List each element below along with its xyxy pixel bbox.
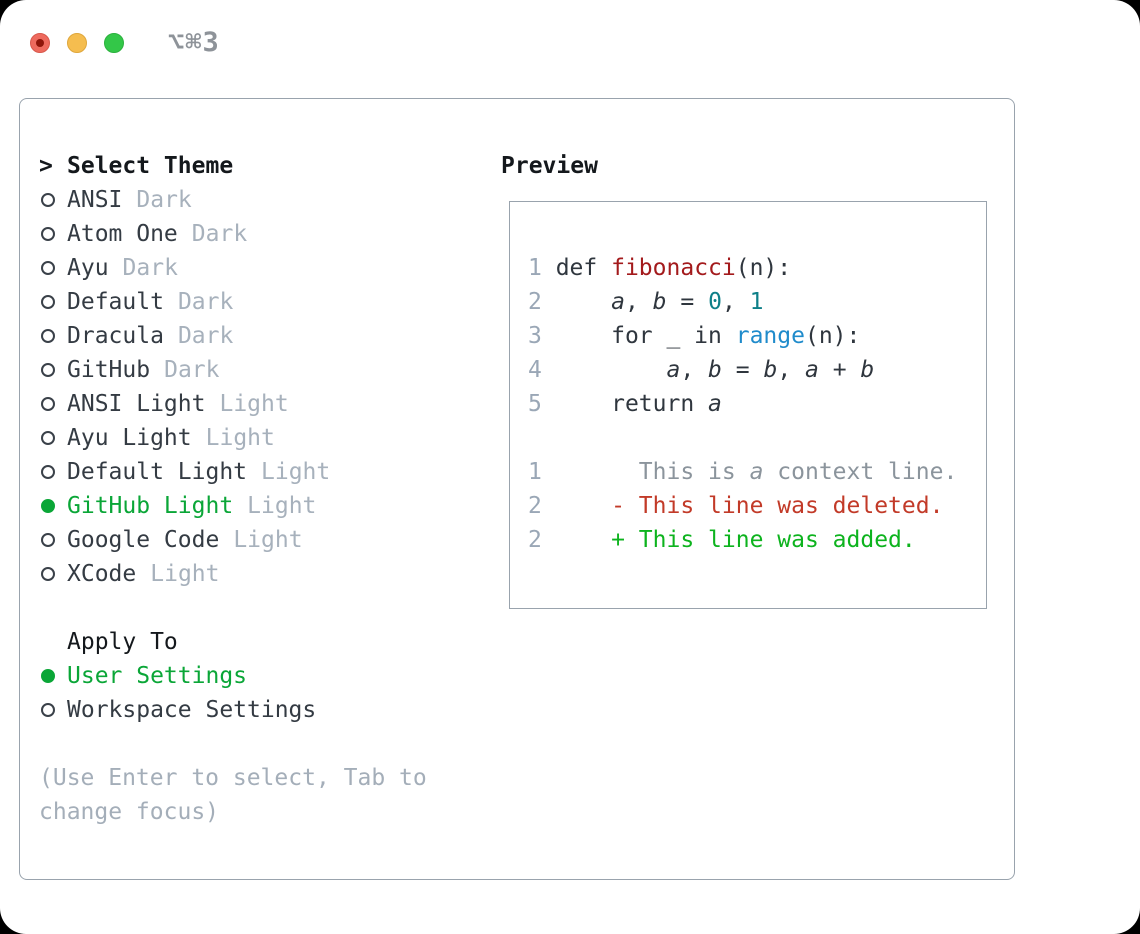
theme-option-dracula[interactable]: Dracula Dark — [39, 319, 501, 353]
code-line: 1 def fibonacci(n): — [528, 255, 792, 281]
preview-column: Preview 1 def fibonacci(n): 2 a, b = 0, 1… — [501, 149, 1001, 879]
theme-option-atom-one[interactable]: Atom One Dark — [39, 217, 501, 251]
titlebar: ⌥⌘3 — [30, 27, 220, 58]
variant-badge: Dark — [136, 187, 192, 213]
theme-option-github[interactable]: GitHub Dark — [39, 353, 501, 387]
radio-icon — [41, 465, 55, 479]
apply-option-user-settings[interactable]: User Settings — [39, 659, 501, 693]
theme-option-ansi[interactable]: ANSI Dark — [39, 183, 501, 217]
spacer — [39, 591, 501, 625]
option-label: Ayu — [67, 255, 109, 281]
option-label: Atom One — [67, 221, 178, 247]
option-label: ANSI Light — [67, 391, 206, 417]
code-line: 1 This is a context line. — [528, 459, 958, 485]
variant-badge: Light — [233, 527, 303, 553]
option-label: XCode — [67, 561, 137, 587]
window-title: ⌥⌘3 — [168, 27, 220, 58]
theme-option-google-code[interactable]: Google Code Light — [39, 523, 501, 557]
theme-option-ansi-light[interactable]: ANSI Light Light — [39, 387, 501, 421]
code-line: 4 a, b = b, a + b — [528, 357, 875, 383]
zoom-button[interactable] — [104, 32, 124, 53]
keyboard-hint: (Use Enter to select, Tab to change focu… — [39, 765, 427, 825]
radio-selected-icon — [41, 669, 55, 683]
variant-badge: Dark — [122, 255, 178, 281]
theme-option-default[interactable]: Default Dark — [39, 285, 501, 319]
radio-icon — [41, 533, 55, 547]
theme-option-default-light[interactable]: Default Light Light — [39, 455, 501, 489]
code-line: 5 return a — [528, 391, 722, 417]
radio-icon — [41, 295, 55, 309]
radio-icon — [41, 261, 55, 275]
option-label: Google Code — [67, 527, 220, 553]
option-label: Workspace Settings — [67, 697, 317, 723]
option-label: Default — [67, 289, 164, 315]
radio-icon — [41, 567, 55, 581]
variant-badge: Dark — [164, 357, 220, 383]
theme-option-xcode[interactable]: XCode Light — [39, 557, 501, 591]
variant-badge: Light — [247, 493, 317, 519]
option-label: Dracula — [67, 323, 164, 349]
apply-to-header-label: Apply To — [67, 629, 178, 655]
option-label: GitHub — [67, 357, 151, 383]
code-line — [528, 421, 986, 455]
preview-header: Preview — [501, 149, 1001, 183]
close-button[interactable] — [30, 32, 50, 53]
radio-icon — [41, 329, 55, 343]
code-line: 2 + This line was added. — [528, 527, 916, 553]
code-line: 3 for _ in range(n): — [528, 323, 861, 349]
radio-icon — [41, 193, 55, 207]
code-line: 2 a, b = 0, 1 — [528, 289, 764, 315]
code-line: 2 - This line was deleted. — [528, 493, 944, 519]
option-label: Ayu Light — [67, 425, 192, 451]
theme-option-github-light[interactable]: GitHub Light Light — [39, 489, 501, 523]
option-label: ANSI — [67, 187, 123, 213]
variant-badge: Dark — [177, 289, 234, 315]
select-theme-header-label: Select Theme — [67, 153, 234, 179]
variant-badge: Dark — [191, 221, 248, 247]
theme-option-ayu[interactable]: Ayu Dark — [39, 251, 501, 285]
radio-icon — [41, 227, 55, 241]
option-label: User Settings — [67, 663, 248, 689]
apply-to-header: Apply To — [39, 625, 501, 659]
variant-badge: Light — [205, 425, 275, 451]
option-label: GitHub Light — [67, 493, 234, 519]
minimize-button[interactable] — [67, 32, 87, 53]
variant-badge: Light — [219, 391, 289, 417]
preview-header-label: Preview — [501, 153, 598, 179]
variant-badge: Dark — [177, 323, 234, 349]
option-label: Default Light — [67, 459, 248, 485]
theme-option-ayu-light[interactable]: Ayu Light Light — [39, 421, 501, 455]
select-theme-header: > Select Theme — [39, 149, 501, 183]
radio-icon — [41, 363, 55, 377]
radio-icon — [41, 397, 55, 411]
focus-caret-icon: > — [39, 153, 53, 179]
radio-icon — [41, 703, 55, 717]
variant-badge: Light — [150, 561, 220, 587]
variant-badge: Light — [261, 459, 331, 485]
radio-icon — [41, 431, 55, 445]
code-preview-box: 1 def fibonacci(n): 2 a, b = 0, 1 3 for _ … — [509, 201, 987, 609]
apply-option-workspace-settings[interactable]: Workspace Settings — [39, 693, 501, 727]
radio-selected-icon — [41, 499, 55, 513]
